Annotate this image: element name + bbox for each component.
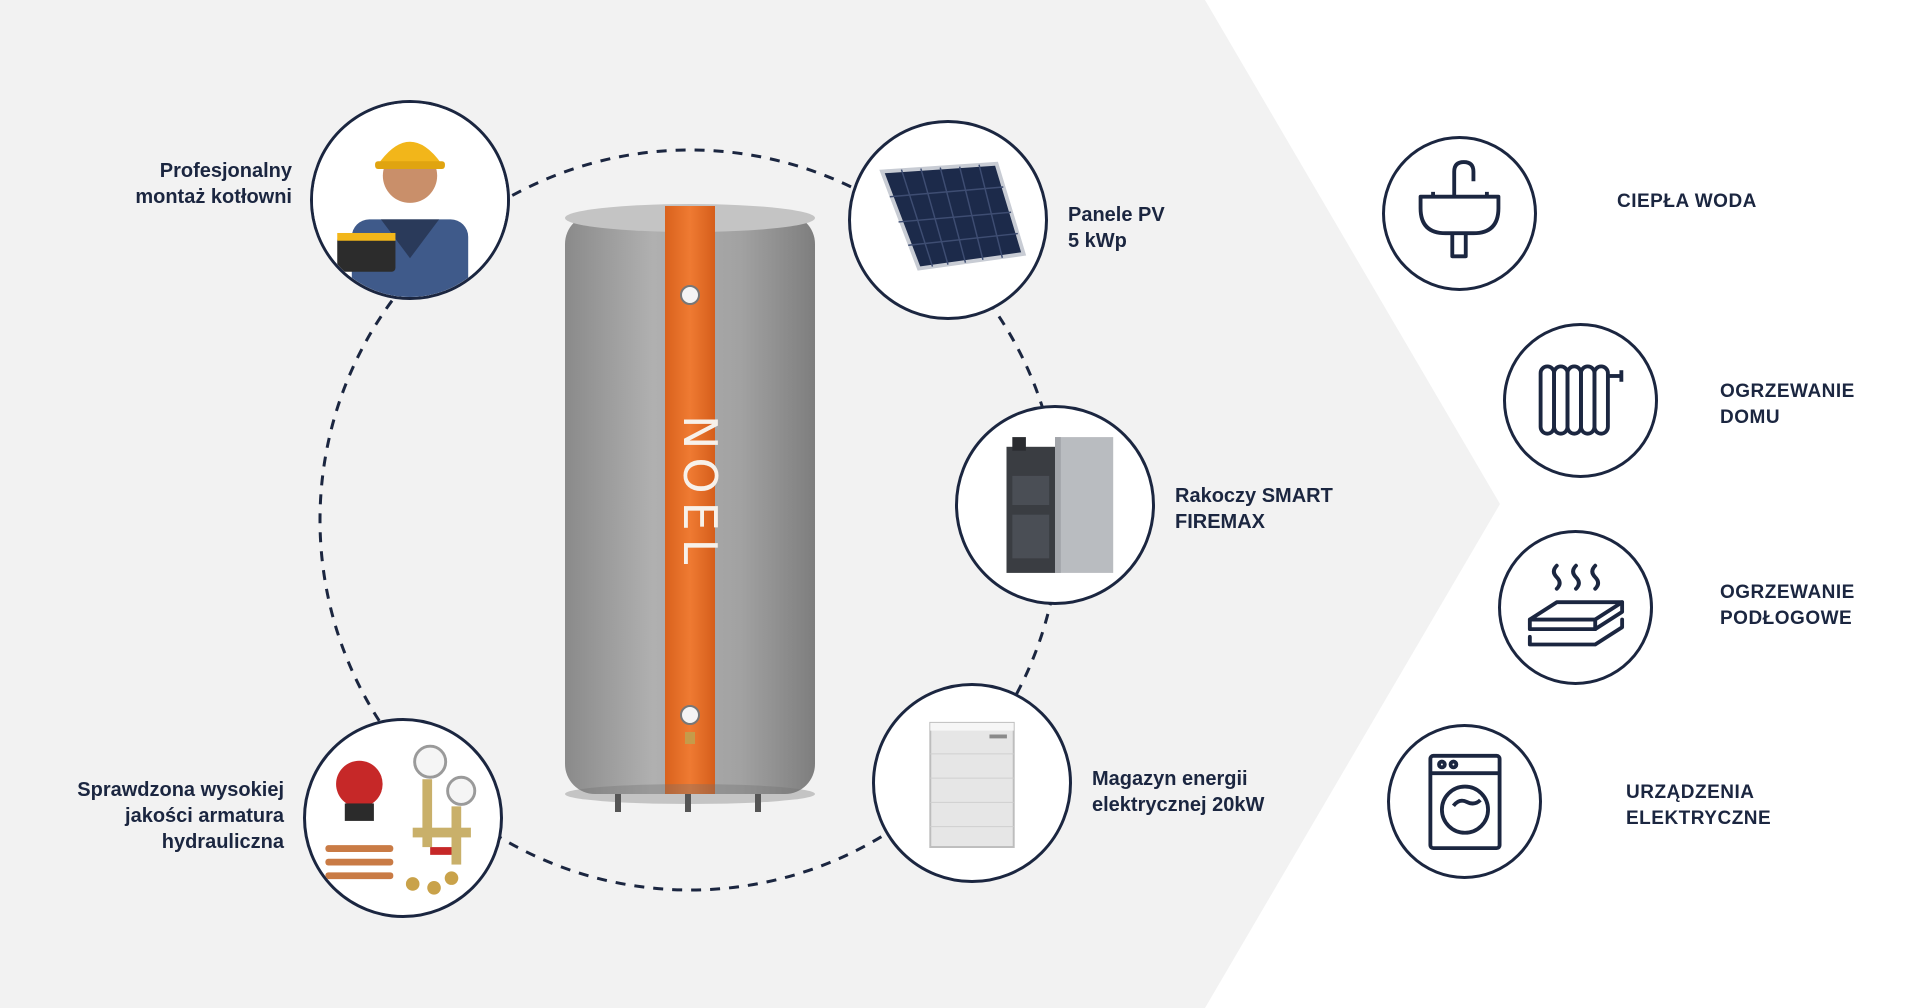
boiler-icon — [1006, 437, 1114, 573]
sink-faucet-icon — [1418, 160, 1501, 259]
fittings-bubble — [303, 718, 503, 918]
boiler-bubble — [955, 405, 1155, 605]
hot-water-circle — [1382, 136, 1537, 291]
hot-water-label: CIEPŁA WODA — [1617, 191, 1757, 212]
battery-bubble — [872, 683, 1072, 883]
installer-label: Profesjonalny montaż kotłowni — [135, 160, 292, 208]
home-heating-circle — [1503, 323, 1658, 478]
floor-heating-icon — [1527, 563, 1625, 647]
battery-storage-icon — [929, 721, 1015, 848]
washing-machine-icon — [1428, 753, 1502, 851]
solar-panel-icon — [879, 161, 1027, 271]
fittings-label: Sprawdzona wysokiej jakości armatura hyd… — [77, 779, 284, 853]
appliances-label: URZĄDZENIA ELEKTRYCZNE — [1626, 782, 1772, 829]
buffer-tank: NOEL — [555, 200, 825, 830]
pv-label: Panele PV 5 kWp — [1068, 204, 1165, 252]
pv-bubble — [848, 120, 1048, 320]
home-heating-label: OGRZEWANIE DOMU — [1720, 381, 1855, 428]
floor-heating-label: OGRZEWANIE PODŁOGOWE — [1720, 582, 1855, 629]
installer-bubble — [310, 100, 510, 300]
boiler-label: Rakoczy SMART FIREMAX — [1175, 485, 1333, 533]
installer-icon — [313, 103, 507, 297]
hydraulic-fittings-icon — [325, 744, 477, 895]
appliances-circle — [1387, 724, 1542, 879]
radiator-icon — [1538, 364, 1624, 436]
battery-label: Magazyn energii elektrycznej 20kW — [1092, 768, 1265, 816]
floor-heating-circle — [1498, 530, 1653, 685]
tank-brand-logo: NOEL — [673, 415, 727, 573]
